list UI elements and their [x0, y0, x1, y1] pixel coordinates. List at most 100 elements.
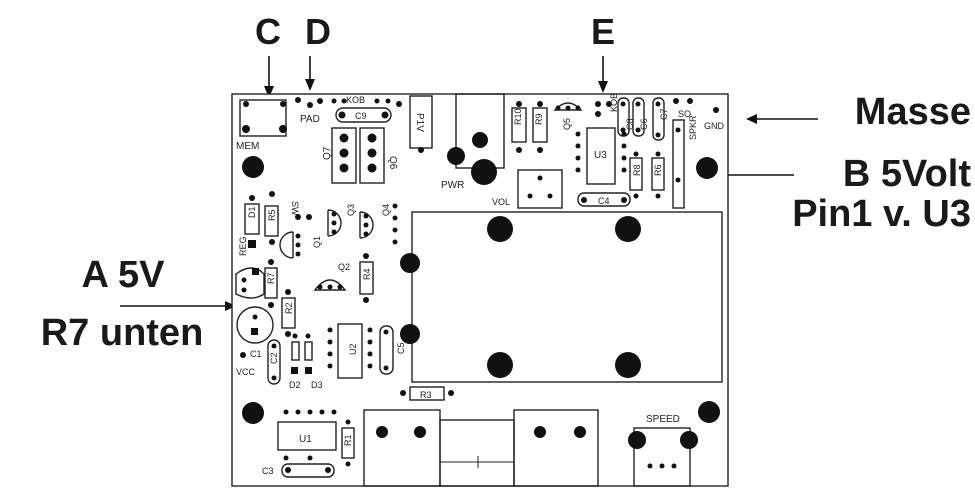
label-c2: C2 — [269, 352, 279, 364]
label-u1: U1 — [299, 434, 312, 445]
transistor-q2 — [313, 279, 347, 291]
kob-right-pads — [595, 101, 612, 117]
resistor-r7 — [264, 259, 278, 308]
resistor-r9 — [532, 101, 548, 153]
transistor-q5 — [553, 102, 583, 111]
transistor-q6 — [359, 127, 385, 184]
label-q1: Q1 — [312, 236, 322, 248]
label-r7: R7 — [266, 272, 276, 284]
resistor-r1 — [341, 419, 355, 467]
label-c7: C7 — [659, 108, 669, 120]
arrow-masse — [746, 114, 818, 124]
label-c8: C8 — [625, 118, 635, 130]
label-r8: R8 — [632, 164, 642, 176]
transistor-q1 — [279, 231, 301, 259]
label-c3: C3 — [262, 466, 274, 476]
capacitor-c6 — [632, 97, 645, 137]
label-p1v: P1V — [414, 113, 425, 132]
capacitor-c2 — [267, 339, 281, 385]
callout-c: C — [255, 11, 281, 52]
label-vcc: VCC — [236, 367, 256, 377]
resistor-r6 — [651, 151, 665, 199]
misc-pads-center — [392, 203, 398, 245]
pad-d-1 — [295, 97, 301, 103]
label-q6: Q6 — [387, 156, 398, 170]
resistor-r4 — [359, 253, 374, 303]
ic-u1 — [277, 409, 337, 461]
mount-hole-top-right — [696, 157, 718, 179]
callout-a-line1: A 5V — [81, 254, 165, 296]
jack-bottom-left — [363, 409, 441, 487]
module-block — [400, 211, 723, 383]
pad-vcc — [240, 352, 246, 358]
board-outline — [231, 93, 729, 487]
regulator — [235, 267, 265, 299]
resistor-r10 — [511, 101, 527, 153]
label-q2: Q2 — [338, 262, 350, 272]
label-c9: C9 — [355, 111, 367, 121]
label-c6: C6 — [639, 118, 649, 130]
label-kob-top: KOB — [346, 95, 365, 105]
label-gnd: GND — [704, 121, 725, 131]
callout-d: D — [305, 11, 331, 52]
callout-b-line1: B 5Volt — [843, 153, 971, 195]
transistor-q3 — [327, 209, 342, 237]
ic-u2 — [327, 323, 373, 379]
callout-b-line2: Pin1 v. U3 — [792, 193, 971, 235]
label-r9: R9 — [534, 113, 544, 125]
transistor-q7 — [331, 127, 357, 184]
diode-d1 — [244, 195, 260, 248]
transistor-q4 — [359, 211, 374, 239]
kob-top-pads — [331, 98, 391, 104]
diode-p1v — [396, 95, 433, 153]
callout-masse: Masse — [855, 91, 971, 133]
label-r5: R5 — [267, 209, 277, 221]
label-mem: MEM — [236, 141, 259, 152]
pad-so-1 — [673, 98, 679, 104]
label-spkr: SPKR — [688, 115, 698, 140]
label-r6: R6 — [653, 164, 663, 176]
arrow-a — [120, 301, 236, 311]
mem-switch — [239, 99, 287, 137]
pad-so-2 — [687, 98, 693, 104]
speaker-header — [672, 119, 685, 209]
capacitor-c1 — [236, 306, 274, 344]
arrow-d — [305, 56, 315, 91]
label-speed: SPEED — [646, 414, 680, 425]
label-kob-right: KOB — [609, 93, 619, 112]
label-c1: C1 — [250, 349, 262, 359]
label-r4: R4 — [362, 268, 372, 280]
label-c5: C5 — [396, 342, 406, 354]
mount-hole-bottom-left — [242, 402, 264, 424]
ic-u3 — [575, 127, 627, 185]
volume-pot — [517, 169, 563, 209]
label-d2: D2 — [289, 380, 301, 390]
label-q7: Q7 — [322, 146, 333, 160]
arrow-c — [264, 56, 274, 98]
label-sw: SW — [290, 201, 300, 216]
label-r10: R10 — [513, 108, 523, 125]
resistor-r5 — [264, 191, 279, 245]
arrow-e — [598, 56, 608, 93]
capacitor-c5 — [379, 325, 394, 375]
label-r3: R3 — [420, 390, 432, 400]
callout-e: E — [591, 11, 615, 52]
label-so: SO — [678, 109, 691, 119]
resistor-r8 — [629, 151, 643, 199]
mount-hole-bottom-right — [698, 401, 720, 423]
label-u2: U2 — [348, 343, 358, 355]
callout-a-line2: R7 unten — [41, 312, 204, 354]
switch-pads — [295, 214, 312, 220]
speed-pot — [628, 427, 698, 487]
label-r1: R1 — [343, 434, 353, 446]
pad-d-2 — [307, 102, 313, 108]
label-q4: Q4 — [381, 204, 391, 216]
pad-gnd — [713, 107, 719, 113]
label-vol: VOL — [492, 197, 510, 207]
pad-d-3 — [317, 98, 323, 104]
diodes-d2-d3 — [291, 333, 313, 374]
capacitor-c4 — [577, 192, 631, 207]
label-d1: D1 — [247, 206, 257, 218]
resistor-r3 — [400, 386, 454, 401]
power-jack — [447, 93, 505, 185]
